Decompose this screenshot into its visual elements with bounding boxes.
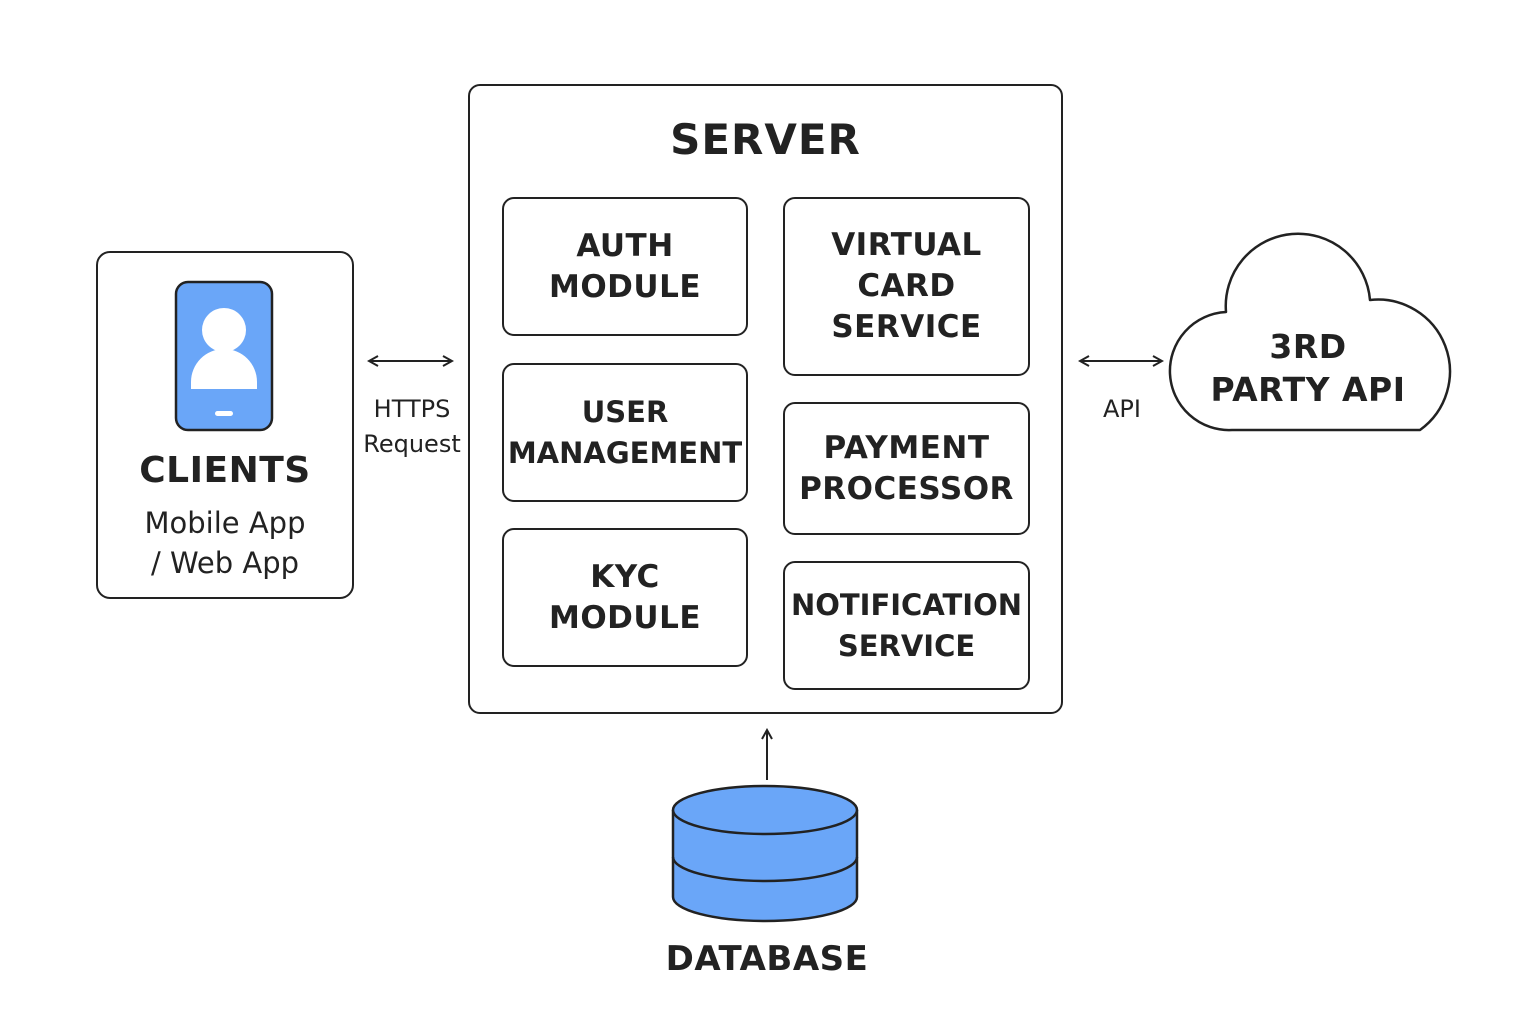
payment-processor-line2: PROCESSOR <box>799 470 1014 507</box>
virtual-card-service-box: VIRTUAL CARD SERVICE <box>783 197 1030 376</box>
clients-subtitle-line1: Mobile App <box>144 506 306 540</box>
api-label: API <box>1103 395 1141 423</box>
kyc-module-line2: MODULE <box>548 599 702 636</box>
user-management-line2: MANAGEMENT <box>507 435 743 470</box>
notification-service-line2: SERVICE <box>837 628 976 663</box>
auth-module-line2: MODULE <box>548 268 702 305</box>
notification-service-box: NOTIFICATION SERVICE <box>783 561 1030 690</box>
cloud-icon <box>1168 232 1452 432</box>
mobile-user-icon <box>174 280 274 432</box>
clients-subtitle-line2: / Web App <box>150 546 300 580</box>
request-label: Request <box>363 430 461 458</box>
auth-module-line1: AUTH <box>576 227 674 264</box>
virtual-card-line3: SERVICE <box>831 309 982 345</box>
database-icon <box>671 784 859 923</box>
third-party-line1: 3RD <box>1269 327 1347 366</box>
payment-processor-line1: PAYMENT <box>823 429 990 466</box>
user-management-box: USER MANAGEMENT <box>502 363 748 502</box>
auth-module-box: AUTH MODULE <box>502 197 748 336</box>
kyc-module-line1: KYC <box>590 558 660 595</box>
payment-processor-box: PAYMENT PROCESSOR <box>783 402 1030 535</box>
virtual-card-line2: CARD <box>857 268 956 304</box>
kyc-module-box: KYC MODULE <box>502 528 748 667</box>
https-label: HTTPS <box>373 395 451 423</box>
notification-service-line1: NOTIFICATION <box>790 587 1023 622</box>
third-party-line2: PARTY API <box>1210 370 1406 409</box>
virtual-card-line1: VIRTUAL <box>831 227 982 263</box>
user-management-line1: USER <box>581 394 669 429</box>
database-title: DATABASE <box>665 939 869 979</box>
clients-title: CLIENTS <box>139 450 311 491</box>
server-title: SERVER <box>670 115 861 164</box>
